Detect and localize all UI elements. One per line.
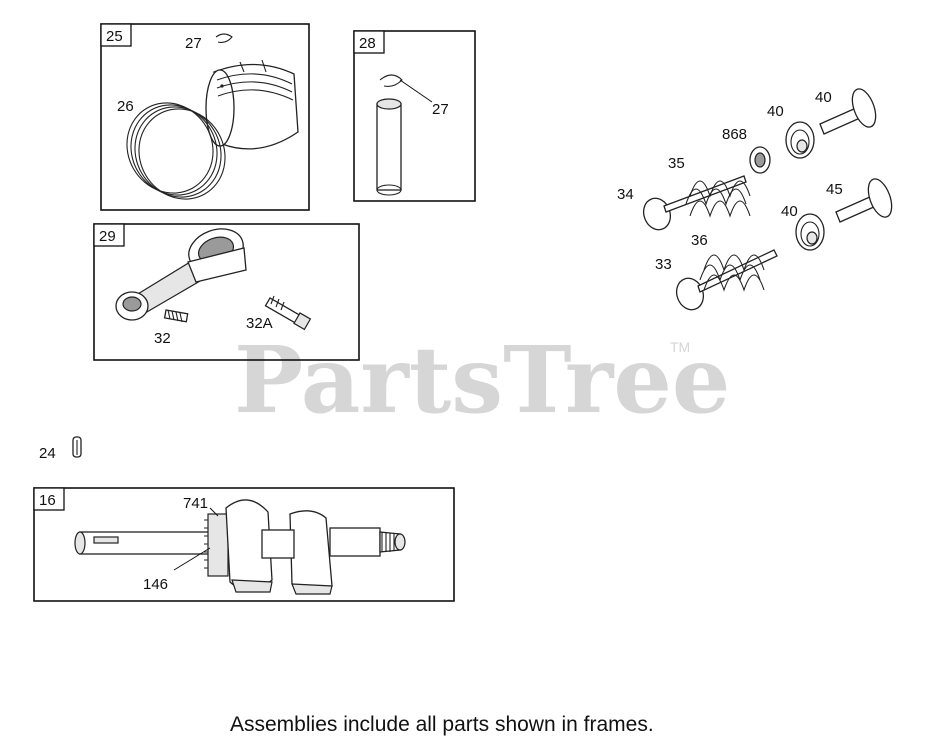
frame-25[interactable]: 25 27 26 [100, 23, 310, 215]
watermark: PartsTree TM [234, 326, 730, 434]
callout-40-upper: 40 [767, 103, 784, 120]
frame-16-tag: 16 [39, 492, 56, 509]
retainer-40-lower-illustration[interactable] [795, 213, 825, 251]
frame-28-tag: 28 [359, 35, 376, 52]
crankshaft-illustration [74, 499, 406, 595]
piston-rings-illustration [126, 102, 226, 200]
frame-25-callout-27: 27 [185, 35, 202, 52]
frame-29-callout-32: 32 [154, 330, 171, 347]
watermark-brand: PartsTree [234, 326, 730, 434]
retaining-clip-illustration [215, 33, 233, 43]
retainer-40-upper-illustration[interactable] [785, 121, 815, 159]
part-24[interactable]: 24 [39, 436, 82, 462]
footer-note: Assemblies include all parts shown in fr… [230, 713, 654, 736]
frame-29[interactable]: 29 32 32A [93, 222, 360, 361]
callout-36: 36 [691, 232, 708, 249]
callout-24: 24 [39, 445, 56, 462]
frame-16-callout-146: 146 [143, 576, 168, 593]
callout-35: 35 [668, 155, 685, 172]
watermark-tm: TM [670, 339, 690, 355]
tappet-45-lower-illustration[interactable] [835, 176, 896, 223]
frame-29-callout-32a: 32A [246, 315, 273, 332]
pin-clip-illustration [379, 74, 403, 87]
frame-16-callout-741: 741 [183, 495, 208, 512]
frame-25-tag: 25 [106, 28, 123, 45]
valve-33-illustration[interactable] [672, 249, 778, 313]
valve-34-illustration[interactable] [639, 175, 747, 233]
tappet-45-upper-illustration[interactable] [819, 86, 880, 135]
callout-45-lower: 45 [826, 181, 843, 198]
frame-29-tag: 29 [99, 228, 116, 245]
seal-868-illustration[interactable] [749, 146, 771, 174]
callout-40-lower: 40 [781, 203, 798, 220]
piston-pin-illustration [376, 98, 402, 196]
frame-28[interactable]: 28 27 [353, 30, 476, 202]
rod-bolt-32a-illustration [264, 295, 312, 331]
valve-train: 40 40 868 35 34 45 [617, 86, 896, 313]
spring-35-illustration[interactable] [685, 180, 751, 218]
piston-illustration [205, 59, 299, 150]
frame-25-callout-26: 26 [117, 98, 134, 115]
rod-bolt-32-illustration [163, 309, 189, 323]
callout-33: 33 [655, 256, 672, 273]
frame-28-callout-27: 27 [432, 101, 449, 118]
spring-36-illustration[interactable] [699, 254, 765, 292]
callout-34: 34 [617, 186, 634, 203]
callout-45-upper: 40 [815, 89, 832, 106]
callout-868: 868 [722, 126, 747, 143]
frame-16[interactable]: 16 741 146 [33, 487, 455, 602]
connecting-rod-illustration [115, 228, 247, 321]
